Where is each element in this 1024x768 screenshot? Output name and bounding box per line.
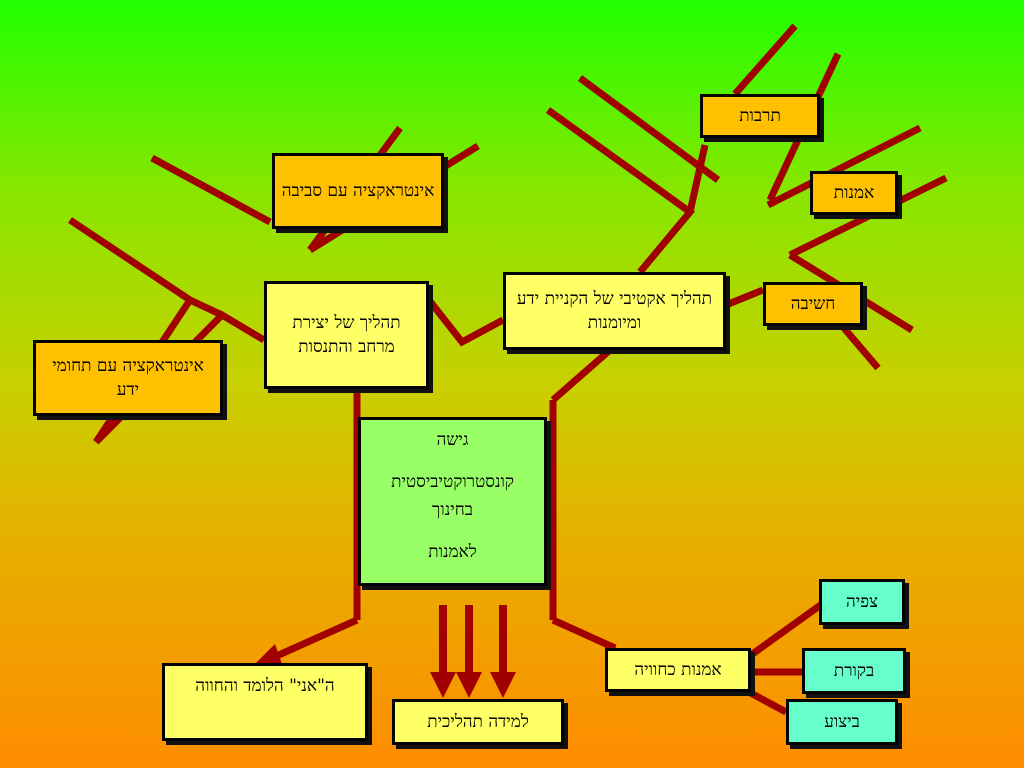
branch-line	[732, 23, 798, 97]
branch-line	[743, 686, 788, 716]
box-culture: תרבות	[700, 94, 820, 138]
box-space-creation-text: תהליך של יצירת מרחב והתנסות	[292, 313, 401, 357]
branch-line	[724, 286, 765, 309]
branch-line	[150, 154, 272, 226]
branch-arrowhead	[255, 644, 282, 664]
box-culture-text: תרבות	[739, 106, 781, 126]
box-learner-self: ה"אני" הלומד והחווה	[162, 663, 368, 741]
box-critique-text: בקורת	[833, 661, 875, 681]
box-experiential-art: אמנות כחוויה	[605, 648, 751, 692]
box-active-process: תהליך אקטיבי של הקניית ידע ומיומנות	[503, 272, 726, 350]
branch-line	[68, 217, 192, 303]
box-environment-interaction: אינטראקציה עם סביבה	[272, 153, 444, 229]
box-space-creation: תהליך של יצירת מרחב והתנסות	[264, 281, 429, 389]
branch-line	[788, 174, 948, 259]
box-performance-text: ביצוע	[824, 712, 860, 732]
box-experiential-art-text: אמנות כחוויה	[634, 660, 722, 680]
down-arrow-head	[490, 672, 516, 698]
box-process-learning-text: למידה תהליכית	[427, 712, 529, 732]
box-knowledge-interaction-text: אינטראקציה עם תחומי ידע	[52, 356, 204, 400]
box-thinking-text: חשיבה	[790, 294, 836, 314]
box-observation: צפיה	[819, 579, 905, 625]
box-process-learning: למידה תהליכית	[392, 699, 564, 745]
branch-line	[748, 601, 825, 658]
branch-line	[426, 297, 505, 347]
box-environment-interaction-text: אינטראקציה עם סביבה	[281, 181, 435, 201]
box-thinking: חשיבה	[763, 282, 863, 326]
branch-line	[551, 616, 617, 652]
branch-line	[577, 75, 721, 183]
branch-line	[545, 107, 696, 275]
down-arrow-shaft	[439, 605, 447, 675]
box-performance: ביצוע	[786, 699, 898, 745]
branch-line	[188, 296, 224, 319]
branch-line	[550, 347, 613, 403]
down-arrow-shaft	[465, 605, 473, 675]
down-arrow-shaft	[499, 605, 507, 675]
branch-line	[686, 144, 709, 213]
box-art-text: אמנות	[833, 183, 875, 203]
box-art: אמנות	[810, 171, 898, 215]
box-observation-text: צפיה	[845, 592, 879, 612]
branch-line	[766, 124, 922, 209]
down-arrow-head	[456, 672, 482, 698]
box-center-approach: גישה קונסטרוקטיביסטית בחינוך לאמנות	[358, 417, 547, 586]
down-arrow-head	[430, 672, 456, 698]
box-active-process-text: תהליך אקטיבי של הקניית ידע ומיומנות	[516, 289, 713, 333]
center-line-3: בחינוך	[432, 500, 473, 520]
box-critique: בקורת	[802, 648, 906, 694]
box-learner-self-text: ה"אני" הלומד והחווה	[195, 676, 335, 696]
center-line-2: קונסטרוקטיביסטית	[391, 472, 514, 492]
box-knowledge-interaction: אינטראקציה עם תחומי ידע	[33, 340, 223, 416]
center-line-4: לאמנות	[428, 542, 477, 562]
center-line-1: גישה	[436, 430, 469, 450]
